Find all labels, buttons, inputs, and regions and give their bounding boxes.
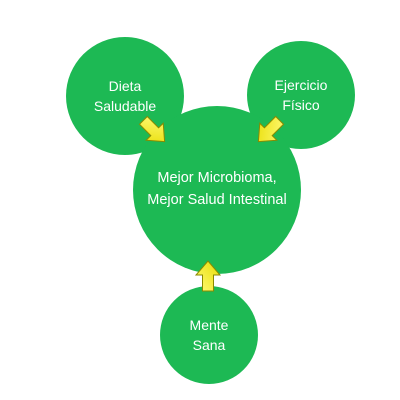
center-circle: Mejor Microbioma, Mejor Salud Intestinal — [133, 106, 301, 274]
exercise-label: Ejercicio Físico — [274, 76, 328, 113]
mind-label: Mente Sana — [189, 316, 229, 353]
exercise-circle: Ejercicio Físico — [247, 41, 355, 149]
mind-circle: Mente Sana — [160, 286, 258, 384]
center-label: Mejor Microbioma, Mejor Salud Intestinal — [147, 170, 287, 208]
diet-label: Dieta Saludable — [93, 77, 157, 114]
diet-circle: Dieta Saludable — [66, 37, 184, 155]
